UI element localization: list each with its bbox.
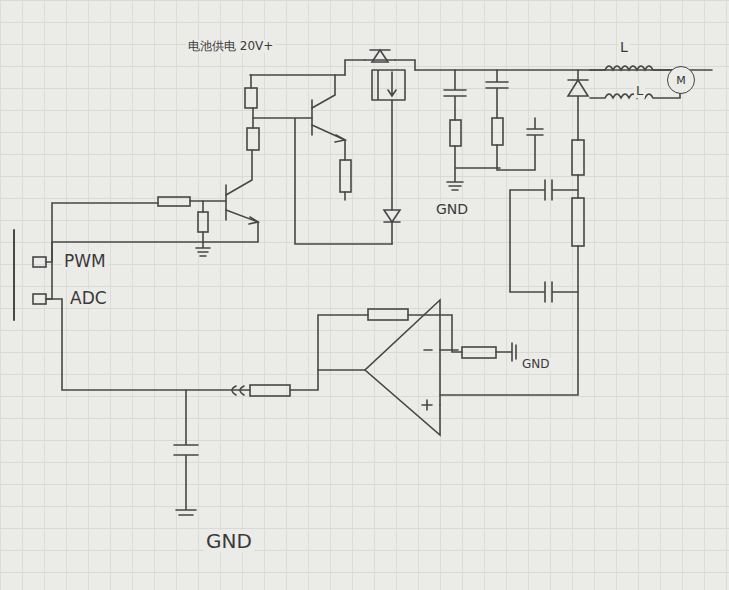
motor-symbol: M — [667, 66, 695, 94]
signal-label: L — [634, 84, 645, 98]
motor-label: M — [676, 74, 686, 87]
signal-label: ADC — [68, 289, 109, 308]
signal-label: PWM — [62, 252, 108, 271]
signal-label: L — [618, 40, 630, 55]
signal-label: 电池供电 20V+ — [186, 40, 275, 53]
signal-label: GND — [204, 530, 254, 552]
signal-label: GND — [520, 358, 552, 371]
signal-label: GND — [434, 202, 470, 217]
